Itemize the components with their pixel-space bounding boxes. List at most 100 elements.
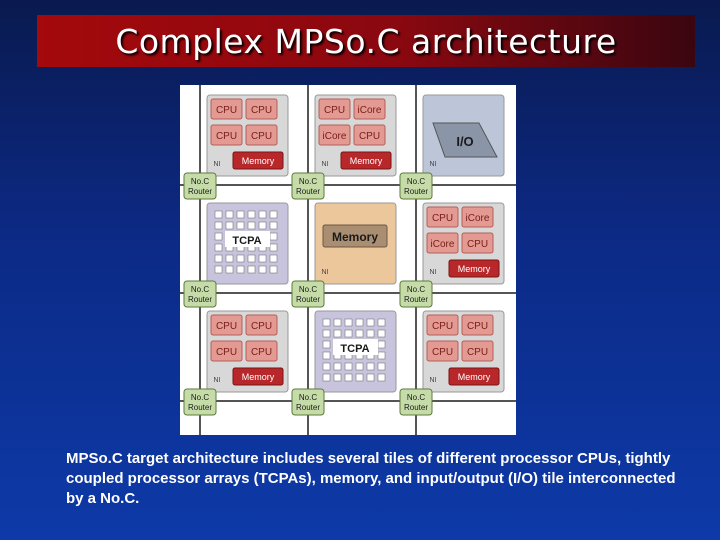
processing-element [269, 232, 278, 241]
processing-element [269, 243, 278, 252]
processing-element [377, 351, 386, 360]
processing-element [344, 329, 353, 338]
memory-label: Memory [332, 230, 378, 244]
processor-core [426, 206, 459, 228]
router-box [183, 172, 217, 200]
local-memory [232, 151, 284, 170]
processor-label: CPU [251, 105, 272, 116]
processor-core [245, 340, 278, 362]
processor-core [210, 98, 243, 120]
local-memory [448, 259, 500, 278]
router-label-line2: Router [296, 187, 320, 196]
router-box [291, 172, 325, 200]
slide-caption: MPSo.C target architecture includes seve… [66, 450, 676, 507]
processor-core [426, 232, 459, 254]
processing-element [322, 362, 331, 371]
processor-label: iCore [466, 213, 490, 224]
processing-element [344, 362, 353, 371]
processing-element [366, 373, 375, 382]
network-interface-label: NI [214, 161, 221, 168]
router-box [183, 388, 217, 416]
processing-element [344, 373, 353, 382]
processing-element [333, 318, 342, 327]
router-box [183, 280, 217, 308]
processor-core [461, 340, 494, 362]
processing-element [269, 210, 278, 219]
processor-core [245, 124, 278, 146]
local-memory [340, 151, 392, 170]
processor-label: CPU [467, 347, 488, 358]
processing-element [214, 243, 223, 252]
processing-element [322, 373, 331, 382]
tcpa-label: TCPA [232, 235, 261, 247]
router-label-line1: No.C [191, 177, 209, 186]
processing-element [236, 265, 245, 274]
processing-element [355, 329, 364, 338]
router-label-line2: Router [188, 295, 212, 304]
processing-element [333, 373, 342, 382]
router-label-line1: No.C [407, 177, 425, 186]
processing-element [355, 373, 364, 382]
processing-element [214, 232, 223, 241]
router-box [399, 172, 433, 200]
network-interface-label: NI [322, 161, 329, 168]
processor-label: iCore [358, 105, 382, 116]
processing-element [322, 351, 331, 360]
processor-core [353, 98, 386, 120]
processing-element [258, 221, 267, 230]
processing-element [377, 318, 386, 327]
tile-4-tcpa: TCPA [206, 202, 289, 285]
processing-element [322, 318, 331, 327]
processing-element [322, 329, 331, 338]
processing-element [258, 254, 267, 263]
router-label-line2: Router [404, 295, 428, 304]
processor-label: CPU [467, 239, 488, 250]
local-memory-label: Memory [458, 372, 491, 382]
processor-core [245, 98, 278, 120]
io-label: I/O [456, 134, 473, 149]
title-banner: Complex MPSo.C architecture [37, 15, 695, 67]
tile-8-tcpa: TCPA [314, 310, 397, 393]
processor-core [318, 98, 351, 120]
router-label-line1: No.C [299, 285, 317, 294]
processor-core [426, 340, 459, 362]
router-box [291, 388, 325, 416]
processing-element [269, 265, 278, 274]
processor-label: CPU [251, 131, 272, 142]
local-memory-label: Memory [350, 156, 383, 166]
processor-label: CPU [216, 131, 237, 142]
processor-label: iCore [323, 131, 347, 142]
processor-label: CPU [251, 321, 272, 332]
processing-element [333, 362, 342, 371]
local-memory [232, 367, 284, 386]
processor-core [210, 124, 243, 146]
processor-core [426, 314, 459, 336]
processing-element [258, 210, 267, 219]
processor-label: CPU [216, 321, 237, 332]
network-interface-label: NI [214, 377, 221, 384]
processing-element [377, 329, 386, 338]
processing-element [247, 265, 256, 274]
tile-3-io: I/ONI [422, 94, 505, 177]
processing-element [247, 221, 256, 230]
router-label-line1: No.C [407, 285, 425, 294]
processing-element [258, 265, 267, 274]
processing-element [366, 362, 375, 371]
router-label-line2: Router [296, 295, 320, 304]
processing-element [236, 254, 245, 263]
router-label-line1: No.C [191, 285, 209, 294]
processor-label: CPU [467, 321, 488, 332]
processing-element [214, 265, 223, 274]
processor-label: CPU [251, 347, 272, 358]
local-memory-label: Memory [458, 264, 491, 274]
